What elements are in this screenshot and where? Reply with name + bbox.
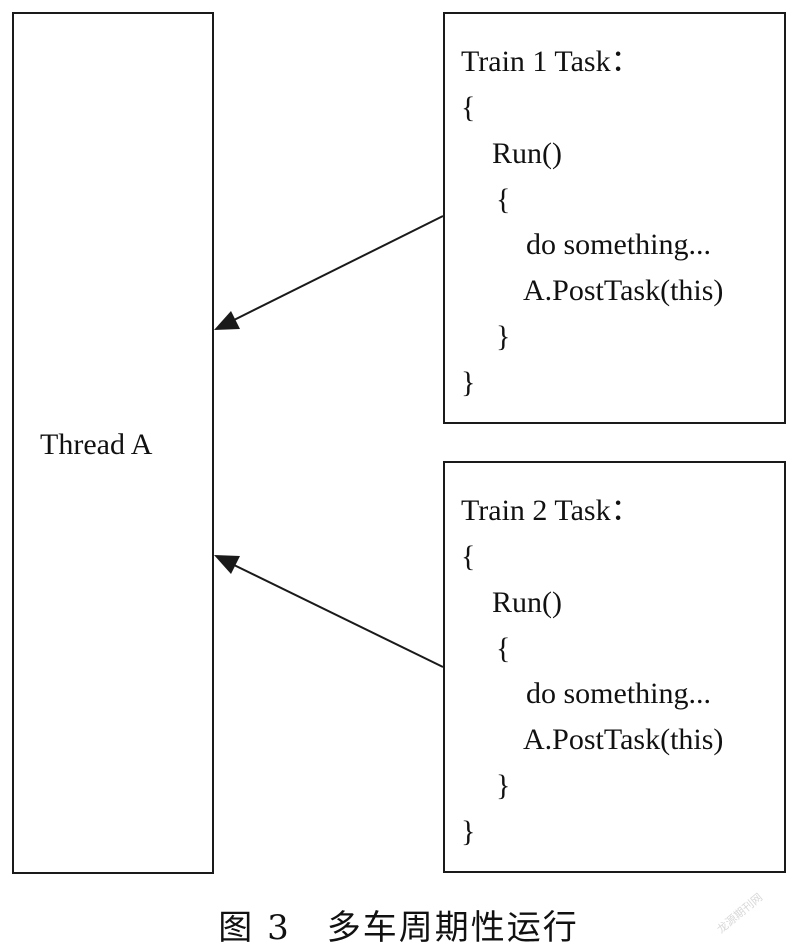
run-close-brace: }: [496, 320, 511, 353]
figure-caption: 图 3 多车周期性运行: [218, 908, 579, 948]
task-title: Train 2 Task：: [461, 494, 641, 527]
arrow-train-2-head: [214, 555, 240, 574]
do-something-line: do something...: [526, 228, 711, 261]
train-2-task-box: Train 2 Task： { Run() { do something... …: [443, 461, 786, 873]
arrow-train-1-line: [233, 215, 444, 321]
do-something-line: do something...: [526, 677, 711, 710]
close-brace: }: [461, 366, 476, 399]
run-method: Run(): [492, 586, 562, 619]
train-1-task-box: Train 1 Task： { Run() { do something... …: [443, 12, 786, 424]
thread-a-label: Thread A: [40, 428, 153, 461]
open-brace: {: [461, 91, 476, 124]
run-open-brace: {: [496, 632, 511, 665]
post-task-line: A.PostTask(this): [523, 274, 724, 307]
task-title: Train 1 Task：: [461, 45, 641, 78]
post-task-line: A.PostTask(this): [523, 723, 724, 756]
arrow-train-1-head: [214, 311, 240, 330]
thread-a-box: [12, 12, 214, 874]
run-open-brace: {: [496, 183, 511, 216]
run-method: Run(): [492, 137, 562, 170]
run-close-brace: }: [496, 769, 511, 802]
close-brace: }: [461, 815, 476, 848]
open-brace: {: [461, 540, 476, 573]
arrow-train-2-line: [233, 564, 444, 668]
